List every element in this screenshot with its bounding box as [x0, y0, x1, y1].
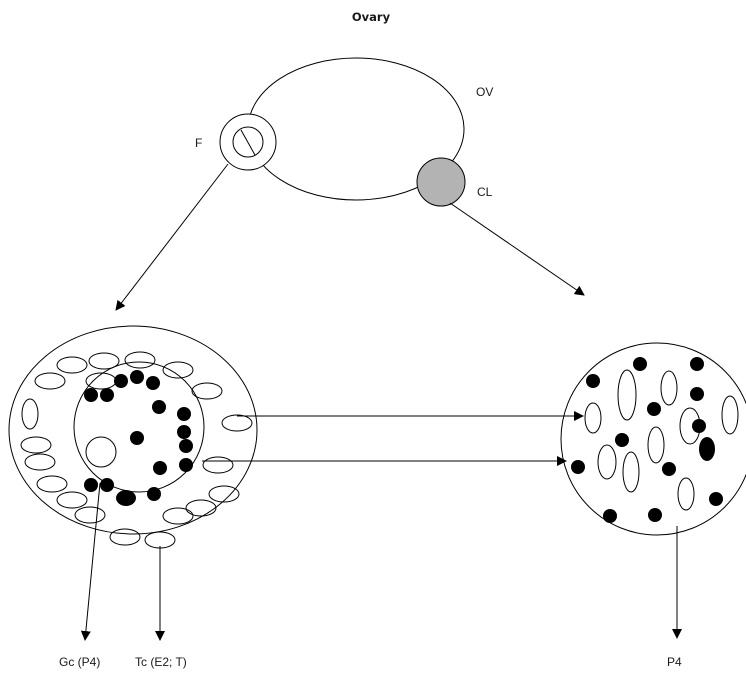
- granulosa-output-arrow: [80, 482, 101, 641]
- large-luteal-cells: [584, 369, 739, 511]
- corpus-luteum-label: CL: [477, 185, 493, 199]
- corpus-luteum-detail: [560, 342, 746, 536]
- luteal-output-label: P4: [667, 655, 682, 669]
- follicle-detail: [8, 325, 258, 549]
- follicle: [219, 113, 277, 171]
- granulosa-output-label: Gc (P4): [59, 655, 100, 669]
- corpus-luteum-detail-arrow: [449, 202, 585, 296]
- theca-cells: [20, 351, 253, 549]
- ovary-label: OV: [476, 85, 493, 99]
- follicle-detail-arrow: [115, 163, 229, 311]
- follicle-label: F: [195, 136, 202, 150]
- diagram-title: Ovary: [352, 10, 391, 24]
- small-luteal-cells: [571, 357, 723, 523]
- theca-output-label: Tc (E2; T): [135, 655, 187, 669]
- oocyte: [85, 436, 117, 468]
- corpus-luteum: [416, 157, 466, 207]
- granulosa-cells: [84, 370, 193, 506]
